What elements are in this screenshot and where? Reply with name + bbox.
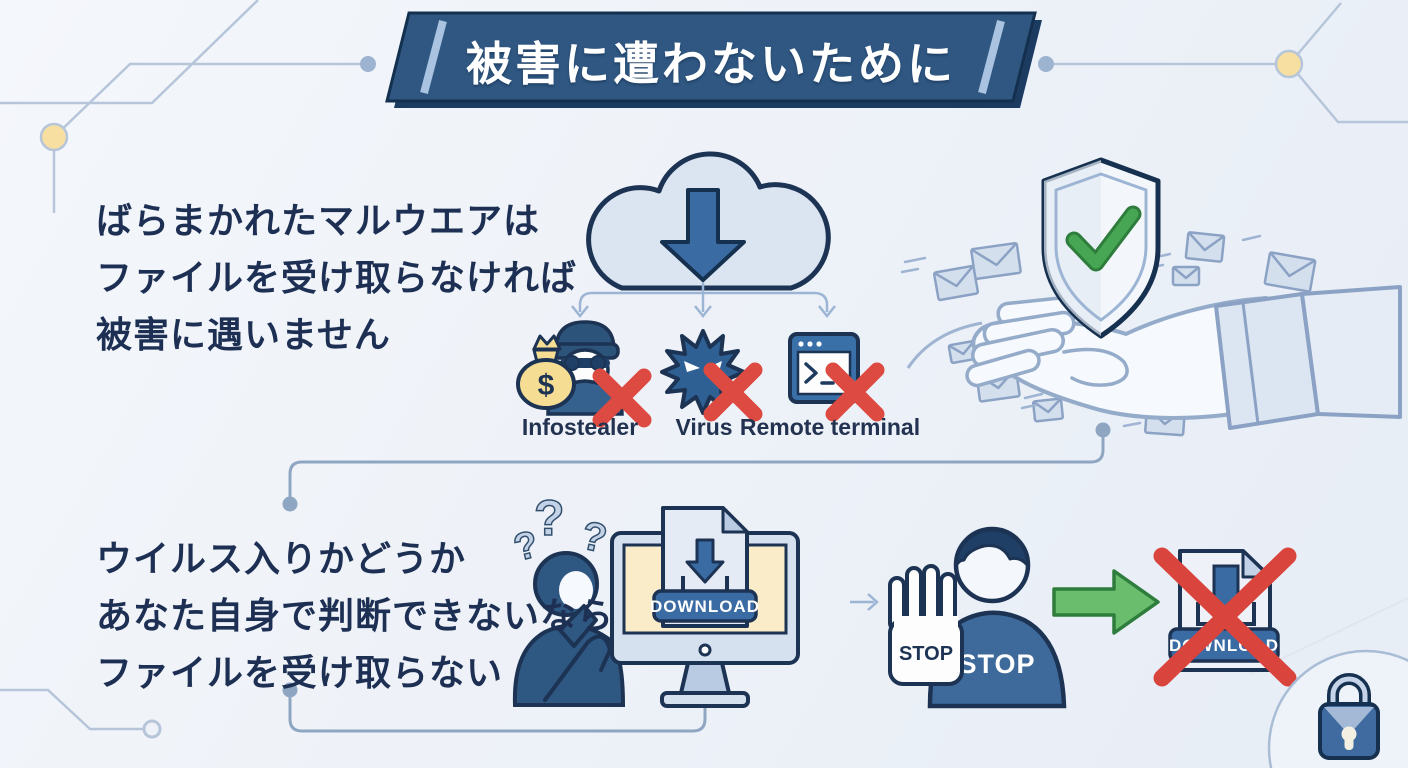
envelopes	[932, 231, 1317, 437]
bottom-message-line-2: あなた自身で判断できないなら	[96, 595, 615, 636]
branch-connector	[571, 291, 836, 319]
stop-hand: STOP	[888, 564, 964, 686]
circuit-decoration-top-left	[0, 0, 376, 213]
stop-person-icon: STOP STOP	[888, 526, 1067, 709]
stop-hand-label: STOP	[899, 643, 953, 665]
shield-check-icon	[1041, 157, 1161, 339]
big-red-x-icon	[1153, 547, 1297, 687]
sleeve-cuff	[1214, 285, 1402, 430]
threat-label-infostealer: Infostealer	[521, 414, 639, 440]
flow-arrow-small	[850, 593, 879, 611]
stop-shirt-label: STOP	[958, 649, 1035, 679]
money-bag-icon: $	[516, 334, 576, 410]
dollar-sign: $	[538, 369, 555, 402]
threat-label-remote-terminal: Remote terminal	[739, 414, 921, 440]
red-x-icon	[703, 362, 763, 422]
remote-terminal-icon	[788, 332, 885, 422]
bottom-message-line-3: ファイルを受け取らない	[96, 652, 504, 693]
download-file-popup: DOWNLOAD	[650, 506, 760, 628]
thinking-person-icon	[512, 551, 626, 707]
padlock-icon	[1267, 649, 1408, 768]
bottom-message: ウイルス入りかどうか あなた自身で判断できないなら ファイルを受け取らない	[96, 530, 614, 701]
svg-text:?: ?	[534, 490, 565, 546]
circuit-decoration-top-right	[1038, 2, 1408, 124]
green-arrow-icon	[1052, 569, 1160, 635]
connector-top-to-bottom	[282, 422, 1111, 512]
monitor-icon: DOWNLOAD	[610, 506, 800, 708]
red-x-icon	[592, 368, 652, 428]
red-x-icon	[825, 362, 885, 422]
blocked-file-icon: DOWNLOAD	[1153, 547, 1297, 687]
title-banner	[385, 11, 1042, 108]
threat-label-virus: Virus	[675, 414, 733, 440]
bottom-message-line-1: ウイルス入りかどうか	[96, 538, 467, 579]
top-message: ばらまかれたマルウエアは ファイルを受け取らなければ 被害に遇いません	[96, 192, 577, 363]
swoosh-line	[906, 321, 983, 369]
top-message-line-3: 被害に遇いません	[96, 314, 391, 355]
circuit-decoration-bottom-left	[0, 688, 162, 739]
infostealer-icon: $	[516, 320, 652, 428]
virus-icon	[660, 329, 763, 422]
top-message-line-1: ばらまかれたマルウエアは	[96, 200, 541, 241]
download-button-label: DOWNLOAD	[650, 597, 760, 616]
page-title: 被害に遭わないために	[466, 38, 956, 90]
top-message-line-2: ファイルを受け取らなければ	[96, 257, 578, 298]
cloud-download-icon	[586, 151, 831, 293]
connector-bottom	[282, 682, 707, 733]
